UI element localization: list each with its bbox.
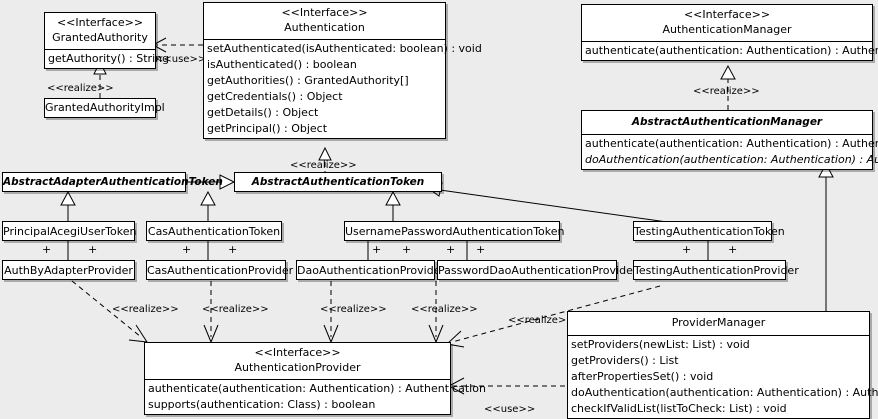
class-name: AbstractAuthenticationManager [631,116,823,128]
class-abstract-authentication-manager[interactable]: AbstractAuthenticationManager authentica… [581,110,878,170]
edge-label-realize-provider-4: <<realize>> [411,304,478,315]
edge-label-realize-authentication: <<realize>> [290,160,357,171]
operation: getPrincipal() : Object [207,122,328,135]
arrowhead-abap [128,324,148,343]
arrowhead-cat [200,190,216,206]
class-abstract-adapter-authentication-token[interactable]: AbstractAdapterAuthenticationToken [2,172,223,192]
edge-tat-extends-aat [439,189,668,223]
stereotype-interface: <<Interface>> [281,6,368,19]
arrowhead-realize-auth [318,146,332,161]
class-granted-authority[interactable]: <<Interface>> GrantedAuthority getAuthor… [44,12,170,69]
class-header: <<Interface>> AuthenticationManager [582,5,872,41]
class-principal-acegi-user-token[interactable]: PrincipalAcegiUserToken [2,221,136,241]
stereotype-interface: <<Interface>> [254,346,341,359]
class-username-password-authentication-token[interactable]: UsernamePasswordAuthenticationToken [344,221,565,241]
class-authentication-provider[interactable]: <<Interface>> AuthenticationProvider aut… [144,342,486,415]
operation: authenticate(authentication: Authenticat… [148,382,486,395]
operation: afterPropertiesSet() : void [571,370,714,383]
class-name: AuthenticationProvider [234,361,361,374]
class-header: <<Interface>> AuthenticationProvider [145,343,450,379]
multiplicity-tat-right: + [728,243,738,256]
operation: supports(authentication: Class) : boolea… [148,398,376,411]
operation: doAuthentication(authentication: Authent… [585,153,878,166]
edge-label-realize-provider-3: <<realize>> [320,304,387,315]
class-name: GrantedAuthority [52,31,148,44]
arrowhead-upat [385,190,401,206]
class-provider-manager[interactable]: ProviderManager setProviders(newList: Li… [567,311,878,419]
multiplicity-cat-left: + [182,243,192,256]
arrowhead-paut [60,190,76,206]
operation: setAuthenticated(isAuthenticated: boolea… [207,42,482,55]
class-header: ProviderManager [568,312,869,335]
edge-label-use-authentication-provider: <<use>> [484,404,536,415]
class-name: ProviderManager [671,316,766,329]
multiplicity-upat-c: + [446,243,456,256]
arrowhead-pdao [428,324,444,344]
class-cas-authentication-provider[interactable]: CasAuthenticationProvider [146,260,293,280]
class-name: AuthenticationManager [662,23,792,36]
edge-label-realize-provider-1: <<realize>> [112,304,179,315]
operations-compartment: setProviders(newList: List) : void getPr… [568,335,878,418]
operation: authenticate(authentication: Authenticat… [585,137,878,150]
arrowhead-cap [203,324,219,344]
operations-compartment: authenticate(authentication: Authenticat… [582,41,878,60]
class-header: <<Interface>> GrantedAuthority [45,13,155,49]
class-name: Authentication [284,21,365,34]
multiplicity-upat-d: + [476,243,486,256]
class-authentication[interactable]: <<Interface>> Authentication setAuthenti… [203,2,482,139]
multiplicity-tat-left: + [682,243,692,256]
stereotype-interface: <<Interface>> [683,8,771,21]
class-header: <<Interface>> Authentication [204,3,445,39]
operations-compartment: authenticate(authentication: Authenticat… [582,134,878,169]
operation: doAuthentication(authentication: Authent… [571,386,878,399]
edge-label-realize-granted-authority: <<realize>> [47,83,114,94]
class-testing-authentication-provider[interactable]: TestingAuthenticationProvider [633,260,799,280]
class-cas-authentication-token[interactable]: CasAuthenticationToken [146,221,282,241]
class-granted-authority-impl[interactable]: GrantedAuthorityImpl [44,98,165,118]
class-header: AbstractAuthenticationManager [582,111,872,134]
operation: authenticate(authentication: Authenticat… [585,44,878,57]
multiplicity-upat-a: + [372,243,382,256]
operation: getProviders() : List [571,354,679,367]
arrowhead-realize-am [720,64,736,80]
class-abstract-authentication-token[interactable]: AbstractAuthenticationToken [234,172,442,192]
operation: getCredentials() : Object [207,90,343,103]
edge-label-use-granted-authority: <<use>> [155,54,207,65]
operation: getDetails() : Object [207,106,319,119]
edge-label-realize-provider-5: <<realize>> [508,315,575,326]
edge-label-realize-provider-2: <<realize>> [202,304,269,315]
operation: isAuthenticated() : boolean [207,58,357,71]
class-testing-authentication-token[interactable]: TestingAuthenticationToken [633,221,785,241]
class-auth-by-adapter-provider[interactable]: AuthByAdapterProvider [2,260,135,280]
operation: getAuthority() : String [48,52,170,65]
operation: checkIfValidList(listToCheck: List) : vo… [571,402,787,415]
multiplicity-cat-right: + [228,243,238,256]
edge-label-realize-auth-manager: <<realize>> [693,86,760,97]
stereotype-interface: <<Interface>> [56,16,144,29]
multiplicity-paut-left: + [42,243,52,256]
operation: setProviders(newList: List) : void [571,338,750,351]
class-dao-authentication-provider[interactable]: DaoAuthenticationProvider [296,260,445,280]
class-password-dao-authentication-provider[interactable]: PasswordDaoAuthenticationProvider [437,260,637,280]
arrowhead-dao [323,324,339,344]
operations-compartment: authenticate(authentication: Authenticat… [145,379,486,414]
multiplicity-paut-right: + [88,243,98,256]
class-authentication-manager[interactable]: <<Interface>> AuthenticationManager auth… [581,4,878,61]
multiplicity-upat-b: + [402,243,412,256]
operations-compartment: getAuthority() : String [45,49,170,68]
operation: getAuthorities() : GrantedAuthority[] [207,74,409,87]
operations-compartment: setAuthenticated(isAuthenticated: boolea… [204,39,482,138]
